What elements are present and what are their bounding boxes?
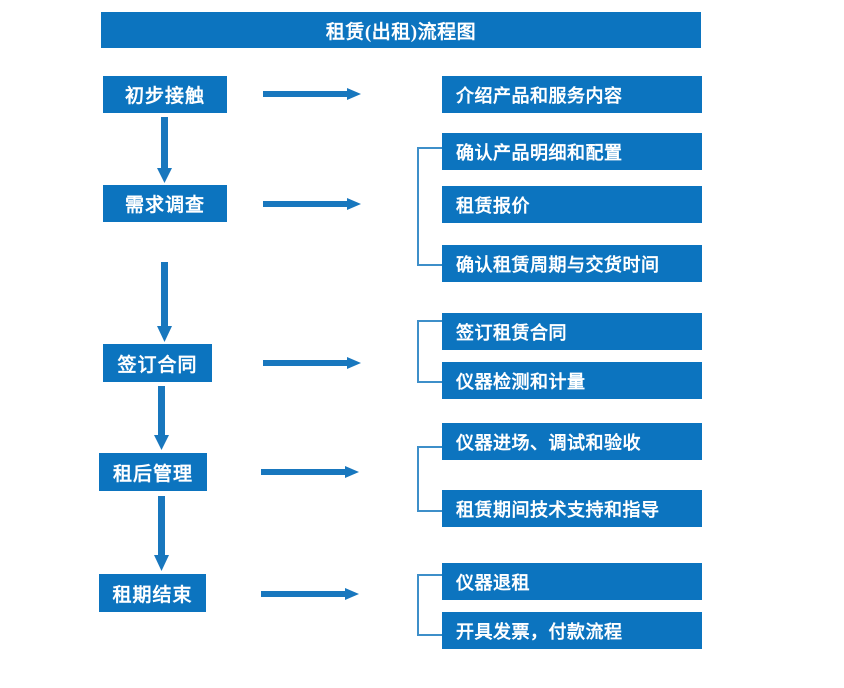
stage-box-sign-contract[interactable]: 签订合同 (103, 344, 212, 382)
bracket-group-2 (416, 147, 442, 266)
vertical-arrow-1 (155, 117, 175, 185)
horizontal-arrow-1 (263, 85, 363, 103)
stage-box-lease-end[interactable]: 租期结束 (99, 574, 206, 612)
horizontal-arrow-2 (263, 195, 363, 213)
detail-box-instrument-entry-commissioning[interactable]: 仪器进场、调试和验收 (442, 423, 702, 460)
stage-box-initial-contact[interactable]: 初步接触 (103, 76, 227, 113)
vertical-arrow-3 (152, 386, 172, 452)
detail-box-introduce-products[interactable]: 介绍产品和服务内容 (442, 76, 702, 113)
stage-box-demand-survey[interactable]: 需求调查 (103, 185, 227, 222)
bracket-group-4 (416, 446, 442, 512)
horizontal-arrow-3 (263, 354, 363, 372)
detail-box-confirm-product-details[interactable]: 确认产品明细和配置 (442, 133, 702, 170)
stage-box-post-rental-management[interactable]: 租后管理 (99, 453, 207, 491)
detail-box-sign-rental-contract[interactable]: 签订租赁合同 (442, 313, 702, 350)
bracket-group-3 (416, 320, 442, 383)
detail-box-confirm-rental-period[interactable]: 确认租赁周期与交货时间 (442, 245, 702, 282)
vertical-arrow-4 (152, 496, 172, 573)
vertical-arrow-2 (155, 262, 175, 344)
horizontal-arrow-4 (261, 463, 361, 481)
detail-box-technical-support[interactable]: 租赁期间技术支持和指导 (442, 490, 702, 527)
detail-box-instrument-return[interactable]: 仪器退租 (442, 563, 702, 600)
horizontal-arrow-5 (261, 585, 361, 603)
bracket-group-5 (416, 574, 442, 636)
detail-box-invoice-payment[interactable]: 开具发票，付款流程 (442, 612, 702, 649)
detail-box-rental-quotation[interactable]: 租赁报价 (442, 186, 702, 223)
diagram-title: 租赁(出租)流程图 (101, 12, 701, 48)
detail-box-instrument-inspection[interactable]: 仪器检测和计量 (442, 362, 702, 399)
